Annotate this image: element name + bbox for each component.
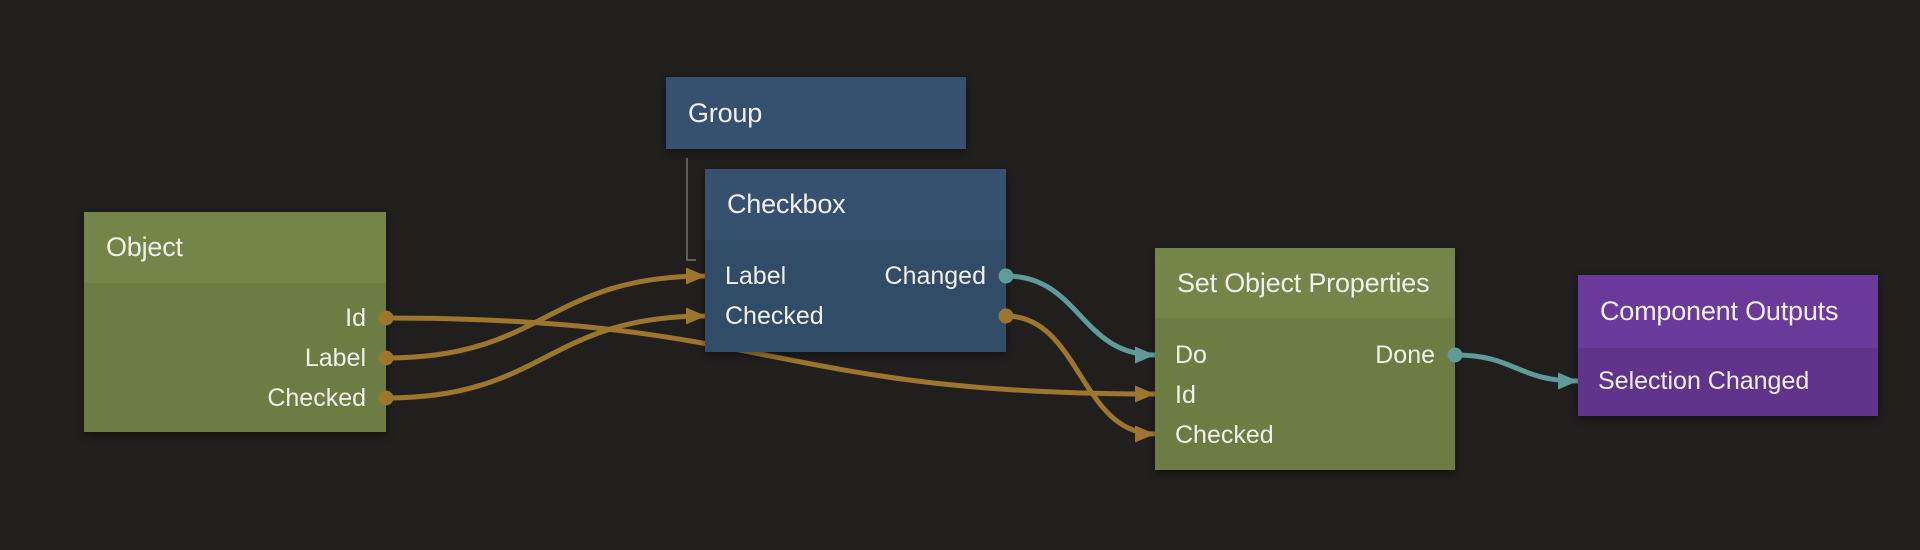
node-group[interactable]: Group xyxy=(666,77,966,149)
node-group-title: Group xyxy=(688,97,763,128)
port-label-checkbox-changed: Changed xyxy=(884,261,986,290)
port-label-object-id: Id xyxy=(345,303,366,332)
port-label-sop-id: Id xyxy=(1175,380,1196,409)
node-component-outputs[interactable]: Component Outputs Selection Changed xyxy=(1578,275,1878,416)
port-label-checkbox-label: Label xyxy=(725,261,787,290)
node-object-title: Object xyxy=(106,232,183,262)
connection-checkbox-changed-to-setobjectproperties-do[interactable] xyxy=(1005,273,1156,358)
port-row-checkbox-label-changed[interactable]: Label Changed xyxy=(705,256,1006,296)
connection-object-label-to-checkbox-label[interactable] xyxy=(385,273,707,361)
node-set-object-properties-header[interactable]: Set Object Properties xyxy=(1155,248,1455,318)
port-label-sop-do: Do xyxy=(1175,340,1207,369)
port-row-object-label[interactable]: Label xyxy=(84,338,386,378)
port-label-sop-done: Done xyxy=(1375,340,1435,369)
port-label-object-checked: Checked xyxy=(267,383,366,412)
hierarchy-line-group-checkbox xyxy=(686,158,696,261)
node-checkbox-title: Checkbox xyxy=(727,189,846,219)
node-checkbox-header[interactable]: Checkbox xyxy=(705,169,1006,240)
node-set-object-properties[interactable]: Set Object Properties Do Done Id Checked xyxy=(1155,248,1455,470)
port-label-object-label: Label xyxy=(304,343,366,372)
node-group-header[interactable]: Group xyxy=(666,77,966,149)
port-row-object-id[interactable]: Id xyxy=(84,298,386,338)
port-row-object-checked[interactable]: Checked xyxy=(84,378,386,418)
node-checkbox[interactable]: Checkbox Label Changed Checked xyxy=(705,169,1006,352)
node-object-header[interactable]: Object xyxy=(84,212,386,283)
port-row-sop-checked[interactable]: Checked xyxy=(1155,415,1455,455)
node-component-outputs-title: Component Outputs xyxy=(1600,296,1839,326)
port-row-sop-do-done[interactable]: Do Done xyxy=(1155,335,1455,375)
port-row-co-selection-changed[interactable]: Selection Changed xyxy=(1578,361,1878,401)
node-component-outputs-header[interactable]: Component Outputs xyxy=(1578,275,1878,348)
port-label-checkbox-checked: Checked xyxy=(725,301,824,330)
port-label-co-selection-changed: Selection Changed xyxy=(1598,366,1810,395)
connection-checkbox-checked-to-setobjectproperties-checked[interactable] xyxy=(1005,313,1156,437)
connection-object-checked-to-checkbox-checked[interactable] xyxy=(385,313,707,401)
node-set-object-properties-title: Set Object Properties xyxy=(1177,267,1430,298)
node-object[interactable]: Object Id Label Checked xyxy=(84,212,386,432)
port-row-checkbox-checked[interactable]: Checked xyxy=(705,296,1006,336)
connection-setobjectproperties-done-to-componentoutputs-selectionchanged[interactable] xyxy=(1454,352,1579,384)
port-row-sop-id[interactable]: Id xyxy=(1155,375,1455,415)
port-label-sop-checked: Checked xyxy=(1175,420,1274,449)
